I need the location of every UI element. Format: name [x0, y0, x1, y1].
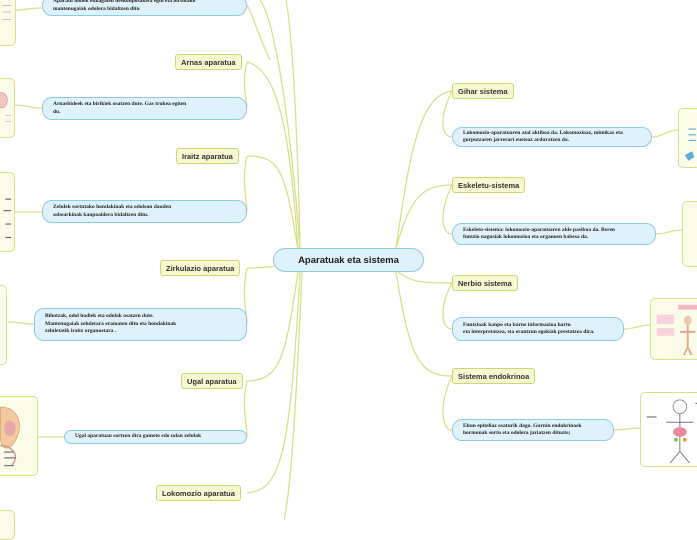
- muscular-image[interactable]: [678, 108, 697, 168]
- note-iraitz[interactable]: Zelulek sortutako hondakinak eta odolean…: [42, 200, 247, 223]
- connector-lines: [7, 0, 683, 520]
- excretory-image[interactable]: [0, 172, 15, 252]
- circulatory-image[interactable]: [0, 285, 7, 365]
- topic-ugal-aparatua[interactable]: Ugal aparatua: [181, 373, 243, 389]
- topic-zirkulazio-aparatua[interactable]: Zirkulazio aparatua: [160, 260, 241, 276]
- note-eskeletu[interactable]: Eskeleto-sistema: lokomozio-aparatuaren …: [452, 223, 656, 245]
- note-nerbio[interactable]: Funtzioak kanpo eta barne informazioa ha…: [452, 317, 624, 341]
- digestive-image[interactable]: [0, 0, 16, 46]
- nervous-image[interactable]: [650, 298, 697, 360]
- note-digestive[interactable]: Aparatu honek elikagaien deskonposaketa …: [42, 0, 247, 16]
- central-topic[interactable]: Aparatuak eta sistema: [273, 248, 424, 272]
- topic-sistema-endokrinoa[interactable]: Sistema endokrinoa: [452, 368, 536, 384]
- topic-lokomozio-aparatua[interactable]: Lokomozio aparatua: [156, 485, 241, 501]
- note-endokrinoa[interactable]: Ehun epiteliaz osaturik dago. Gurnin end…: [452, 419, 614, 441]
- endocrine-image[interactable]: [640, 392, 697, 467]
- skeletal-image[interactable]: [682, 201, 697, 267]
- respiratory-image[interactable]: [0, 78, 15, 138]
- note-arnas[interactable]: Arnasbideek eta birikiek osatzen dute. G…: [42, 97, 247, 120]
- topic-iraitz-aparatua[interactable]: Iraitz aparatua: [176, 148, 239, 164]
- topic-nerbio-sistema[interactable]: Nerbio sistema: [452, 275, 518, 291]
- topic-eskeletu-sistema[interactable]: Eskeletu-sistema: [452, 177, 526, 193]
- locomotor-image[interactable]: [0, 510, 15, 540]
- note-ugal[interactable]: Ugal aparatuan sortzen dira gameto edo u…: [64, 430, 247, 444]
- reproductive-image[interactable]: [0, 396, 38, 476]
- topic-arnas-aparatua[interactable]: Arnas aparatua: [175, 54, 242, 70]
- note-gihar[interactable]: Lokomozio-aparatuaren atal aktiboa da. L…: [452, 127, 652, 147]
- topic-gihar-sistema[interactable]: Gihar sistema: [452, 83, 514, 99]
- note-zirkulazio[interactable]: Bihotzak, odol hodiek eta odolak osatzen…: [34, 308, 247, 341]
